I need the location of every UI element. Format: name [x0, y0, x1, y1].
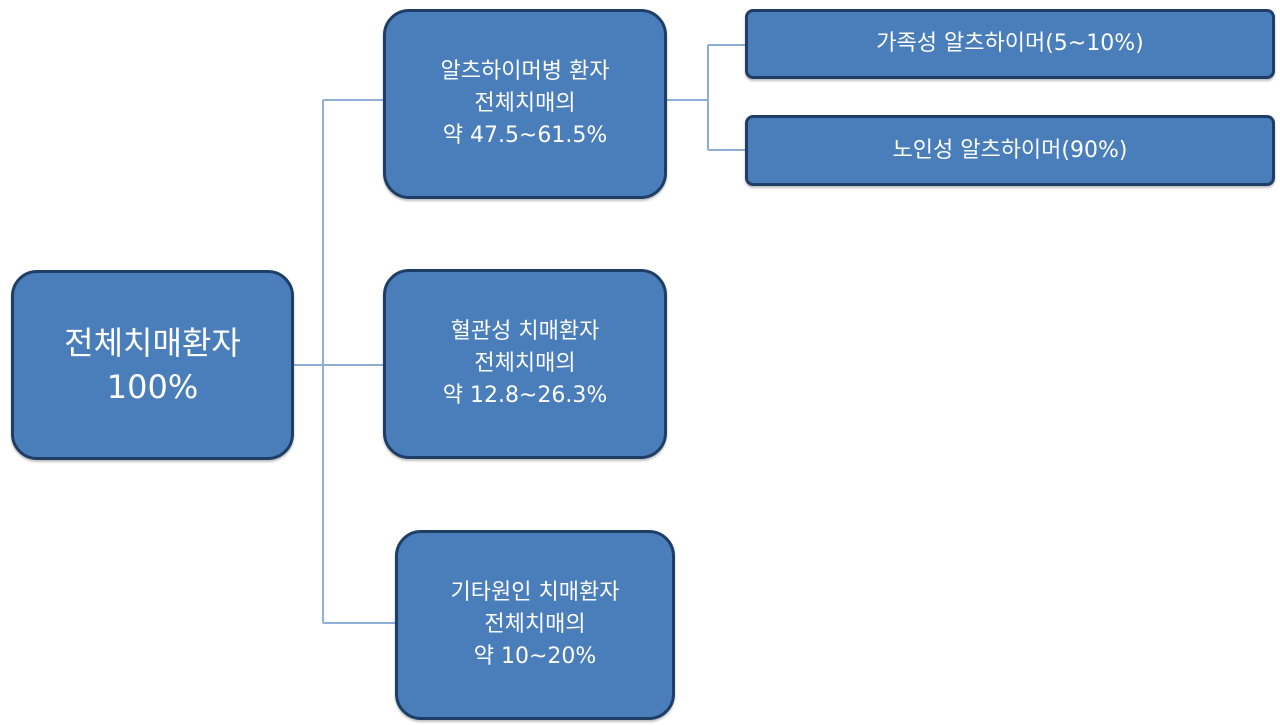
alzheimer-subtitle: 전체치매의 — [474, 91, 576, 116]
total-dementia-percent: 100% — [106, 368, 199, 406]
alzheimer-box: 알츠하이머병 환자 전체치매의 약 47.5~61.5% — [383, 9, 667, 199]
senile-alzheimer-box: 노인성 알츠하이머(90%) — [745, 115, 1275, 186]
senile-alzheimer-label: 노인성 알츠하이머(90%) — [892, 137, 1128, 163]
other-title: 기타원인 치매환자 — [450, 580, 620, 605]
vascular-title: 혈관성 치매환자 — [450, 319, 600, 344]
familial-alzheimer-box: 가족성 알츠하이머(5~10%) — [745, 9, 1275, 79]
vascular-dementia-box: 혈관성 치매환자 전체치매의 약 12.8~26.3% — [383, 269, 667, 459]
other-percent: 약 10~20% — [473, 644, 597, 669]
alzheimer-title: 알츠하이머병 환자 — [440, 59, 610, 84]
vascular-percent: 약 12.8~26.3% — [442, 383, 608, 408]
total-dementia-box: 전체치매환자 100% — [11, 270, 294, 460]
total-dementia-title: 전체치매환자 — [64, 324, 241, 362]
vascular-subtitle: 전체치매의 — [474, 351, 576, 376]
alzheimer-percent: 약 47.5~61.5% — [442, 123, 608, 148]
other-subtitle: 전체치매의 — [484, 612, 586, 637]
familial-alzheimer-label: 가족성 알츠하이머(5~10%) — [876, 31, 1144, 56]
other-dementia-box: 기타원인 치매환자 전체치매의 약 10~20% — [395, 530, 675, 720]
